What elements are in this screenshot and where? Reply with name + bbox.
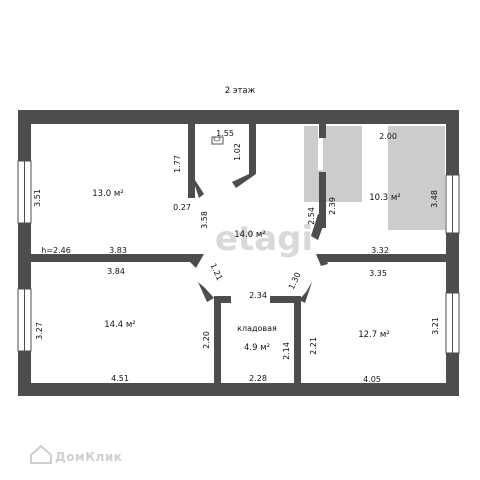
storage-area: 4.9 м² [244,343,270,353]
floor-title: 2 этаж [225,86,256,96]
wc-dim-width: 1.55 [216,129,234,138]
room-bottom-right-dim-top: 3.35 [369,269,387,278]
brand-text: ДомКлик [55,450,122,464]
room-top-right-dim-top: 2.00 [379,132,397,141]
hall-dim-right: 2.54 [307,207,316,225]
hall-dim-diag-left: 1.21 [208,262,224,282]
storage-dim-bottom: 2.28 [249,374,267,383]
toilet-icon [211,136,224,145]
brand-house-icon [30,444,52,464]
room-top-left-dim-height: 3.51 [33,189,42,207]
room-bottom-left-dim-bottom: 4.51 [111,374,129,383]
room-top-left-dim-width: 3.83 [109,246,127,255]
room-bottom-right-area: 12.7 м² [358,330,389,340]
storage-name: кладовая [237,324,277,333]
room-bottom-left-area: 14.4 м² [104,320,135,330]
room-top-left-dim-wc: 1.77 [173,155,182,173]
windows [17,160,460,354]
room-top-right-dim-side: 2.39 [328,197,337,215]
bed-gap [318,126,323,170]
watermark: etagi [215,219,313,259]
room-bottom-right-dim-height: 3.21 [431,317,440,335]
storage-dim-side: 2.14 [282,342,291,360]
hall-dim-diag-right: 1.30 [287,271,303,291]
brand-logo: ДомКлик [30,444,122,464]
room-bottom-right-dim-side: 2.21 [309,337,318,355]
room-top-right-dim-height: 3.48 [430,190,439,208]
ceiling-height: h=2.46 [41,246,71,255]
hall-area: 14.0 м² [234,230,265,240]
room-top-left-dim-small: 0.27 [173,203,191,212]
hall-dim-left: 3.58 [200,211,209,229]
room-bottom-right-dim-bottom: 4.05 [363,375,381,384]
bed-left [304,126,362,202]
hall-dim-bottom: 2.34 [249,291,267,300]
room-top-left-area: 13.0 м² [92,189,123,199]
wc-dim-depth: 1.02 [233,143,242,161]
room-top-right-area: 10.3 м² [369,193,400,203]
room-top-right-dim-bottom: 3.32 [371,246,389,255]
room-bottom-left-dim-side: 2.20 [202,331,211,349]
room-bottom-left-dim-height: 3.27 [35,322,44,340]
bed-right [388,126,445,230]
room-bottom-left-dim-top: 3.84 [107,267,125,276]
